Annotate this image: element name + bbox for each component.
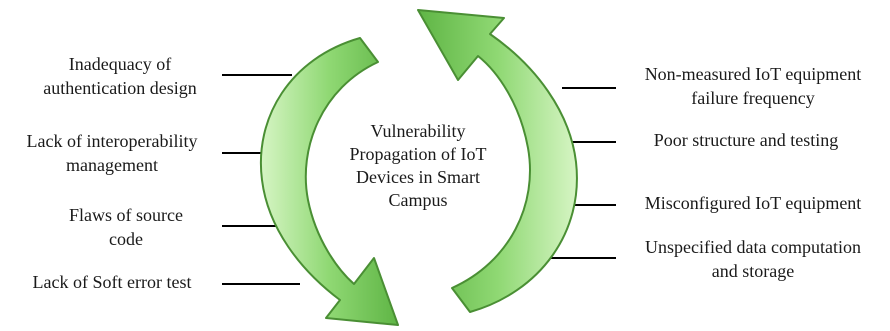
right-factor-3-line1: Misconfigured IoT equipment	[644, 193, 862, 213]
left-factor-1: Inadequacy of authentication design	[22, 52, 218, 100]
center-title-line4: Campus	[388, 190, 448, 210]
right-factor-3: Misconfigured IoT equipment	[620, 191, 886, 215]
right-factor-1-line1: Non-measured IoT equipment	[644, 64, 862, 84]
center-title-line3: Devices in Smart	[356, 167, 480, 187]
right-factor-4-line2: and storage	[711, 261, 795, 281]
right-factor-4-line1: Unspecified data computation	[645, 237, 861, 257]
left-factor-2: Lack of interoperability management	[6, 129, 218, 177]
center-title-line2: Propagation of IoT	[349, 144, 487, 164]
left-factor-2-line2: management	[66, 155, 158, 175]
right-factor-1-line2: failure frequency	[691, 88, 815, 108]
right-factor-4: Unspecified data computation and storage	[620, 235, 886, 283]
center-title: Vulnerability Propagation of IoT Devices…	[318, 120, 518, 212]
left-factor-1-line1: Inadequacy of	[68, 54, 172, 74]
center-title-line1: Vulnerability	[370, 121, 466, 141]
left-factor-3-line1: Flaws of source	[69, 205, 183, 225]
left-factor-1-line2: authentication design	[43, 78, 197, 98]
left-factor-2-line1: Lack of interoperability	[26, 131, 198, 151]
left-factor-4: Lack of Soft error test	[6, 270, 218, 294]
right-factor-2: Poor structure and testing	[620, 128, 872, 152]
left-factor-3-line2: code	[109, 229, 143, 249]
curved-arrow-up-icon	[417, 9, 578, 313]
curved-arrow-down-icon	[259, 37, 399, 326]
left-factor-4-line1: Lack of Soft error test	[32, 272, 192, 292]
left-factor-3: Flaws of source code	[40, 203, 212, 251]
right-factor-1: Non-measured IoT equipment failure frequ…	[620, 62, 886, 110]
right-factor-2-line1: Poor structure and testing	[653, 130, 839, 150]
